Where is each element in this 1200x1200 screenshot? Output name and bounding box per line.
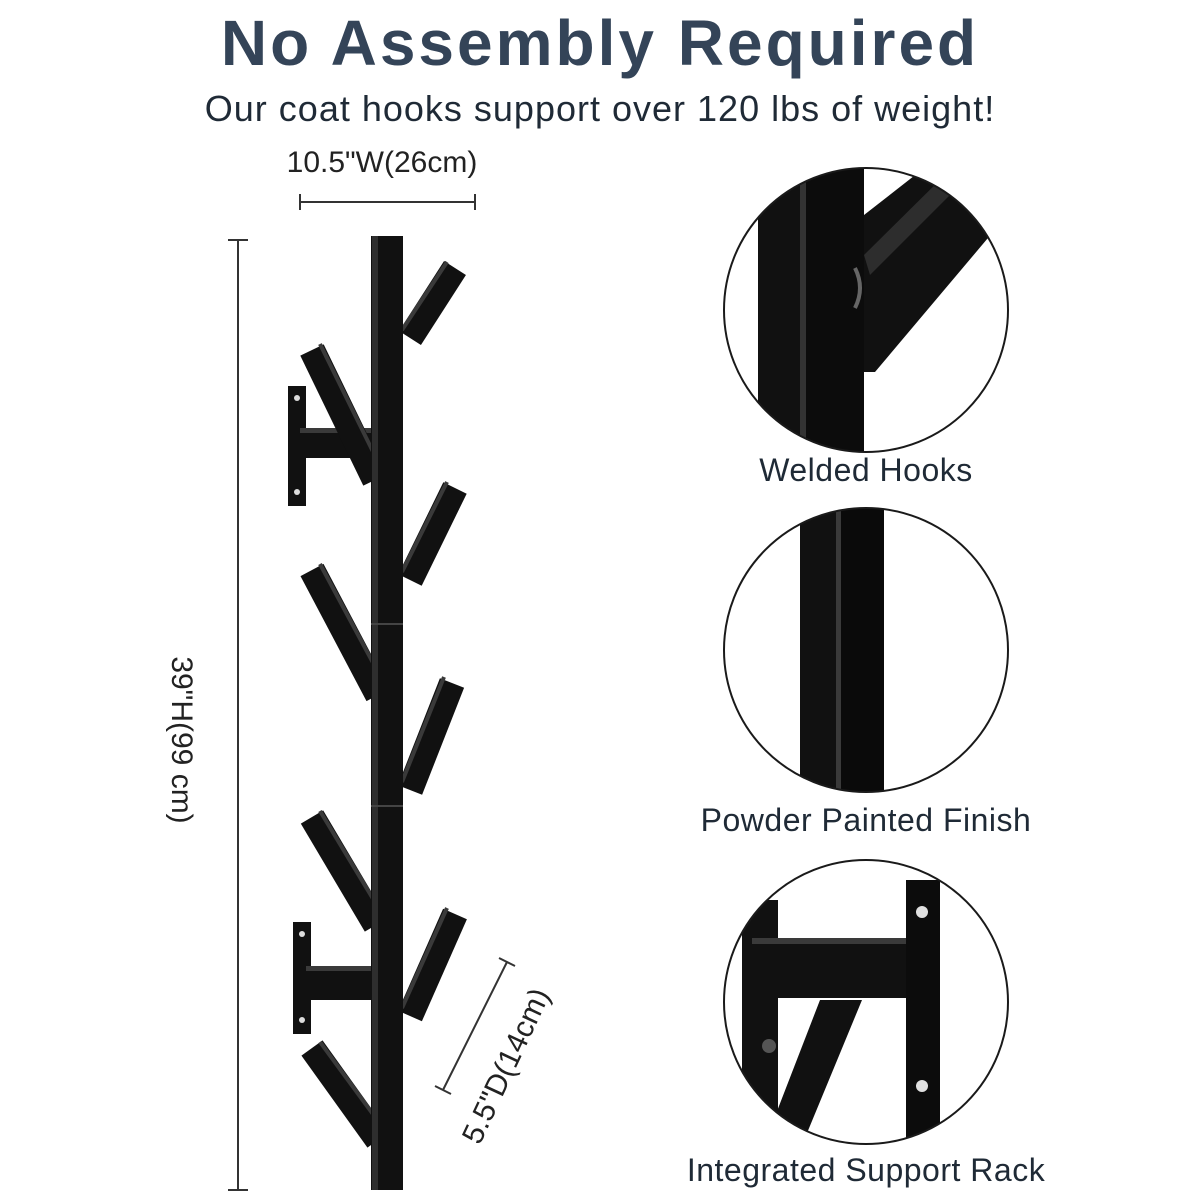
height-label: 39"H(99 cm) (165, 656, 198, 823)
feature-label-welded-hooks: Welded Hooks (759, 452, 973, 488)
welded-hooks-detail (723, 167, 1009, 453)
coat-rack (288, 236, 467, 1190)
subheadline: Our coat hooks support over 120 lbs of w… (204, 88, 996, 129)
headline: No Assembly Required (220, 7, 980, 79)
depth-dimension: 5.5"D(14cm) (434, 957, 557, 1149)
width-dimension: 10.5"W(26cm) (287, 146, 478, 210)
lower-wall-bracket (293, 922, 376, 1034)
feature-label-support-rack: Integrated Support Rack (686, 1152, 1046, 1188)
feature-label-powder-finish: Powder Painted Finish (700, 802, 1032, 838)
support-rack-detail (723, 859, 1009, 1145)
depth-label: 5.5"D(14cm) (456, 983, 557, 1149)
width-label: 10.5"W(26cm) (287, 146, 478, 179)
height-dimension: 39"H(99 cm) (165, 239, 248, 1191)
powder-finish-detail (723, 507, 1009, 793)
